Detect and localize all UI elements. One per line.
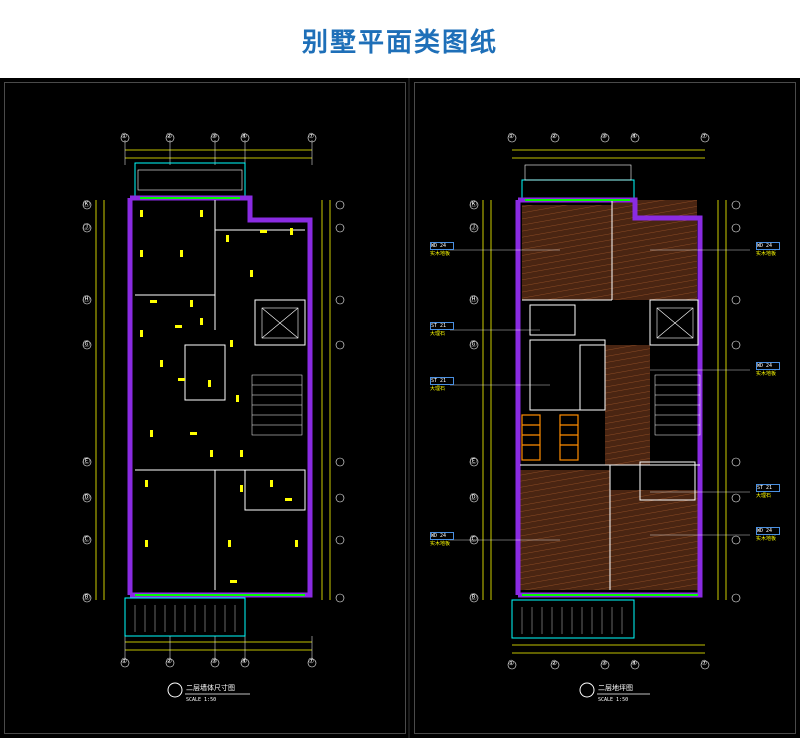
left-caption-scale: SCALE 1:50: [186, 697, 217, 703]
grid-label: Ⓗ: [83, 295, 90, 303]
left-caption-symbol: [167, 682, 183, 698]
tag-code: WD 24: [756, 527, 780, 535]
grid-label: Ⓑ: [470, 593, 477, 601]
material-tag: WD 24 实木地板: [756, 362, 780, 377]
grid-label: Ⓔ: [83, 457, 90, 465]
left-grid-ticks: [124, 140, 313, 660]
grid-label: ②: [551, 659, 558, 667]
grid-label: ④: [631, 659, 638, 667]
grid-label: ②: [166, 132, 173, 140]
grid-label: Ⓚ: [83, 200, 90, 208]
tag-code: ST 21: [430, 322, 454, 330]
grid-label: Ⓓ: [83, 493, 90, 501]
right-dimension-lines: [482, 149, 727, 654]
tag-note: 实木地板: [430, 541, 451, 547]
grid-label: Ⓒ: [83, 535, 90, 543]
tag-note: 实木地板: [756, 536, 777, 542]
left-windows: [135, 197, 305, 596]
grid-label: ①: [121, 132, 128, 140]
left-caption-title: 二层墙体尺寸图: [186, 684, 235, 692]
right-stair-2: [654, 374, 701, 436]
right-interior-walls: [520, 200, 700, 590]
grid-label: ③: [211, 657, 218, 665]
grid-label: Ⓚ: [470, 200, 477, 208]
right-caption-scale: SCALE 1:50: [598, 697, 629, 703]
tag-note: 大理石: [430, 386, 446, 392]
right-caption-symbol: [579, 682, 595, 698]
left-elevator: [261, 307, 299, 339]
tag-code: WD 24: [430, 242, 454, 250]
grid-label: Ⓖ: [83, 340, 90, 348]
material-tag: WD 24 实木地板: [430, 532, 454, 547]
grid-label: ⑦: [701, 132, 708, 140]
tag-code: ST 21: [756, 484, 780, 492]
grid-label: ①: [508, 132, 515, 140]
grid-label: ⑦: [308, 132, 315, 140]
right-stair: [521, 414, 579, 461]
tag-note: 实木地板: [430, 251, 451, 257]
grid-label: ③: [601, 132, 608, 140]
grid-label: Ⓒ: [470, 535, 477, 543]
tag-code: WD 24: [756, 242, 780, 250]
material-tag: ST 21 大理石: [430, 377, 454, 392]
page-title: 别墅平面类图纸: [301, 28, 498, 58]
grid-label: ④: [241, 657, 248, 665]
grid-label: ①: [508, 659, 515, 667]
tag-note: 实木地板: [756, 251, 777, 257]
grid-label: ④: [241, 132, 248, 140]
grid-label: ④: [631, 132, 638, 140]
page-header: 别墅平面类图纸: [0, 0, 800, 78]
grid-label: ②: [166, 657, 173, 665]
right-caption-title: 二层地坪图: [598, 684, 633, 692]
grid-label: Ⓔ: [470, 457, 477, 465]
material-tag: ST 21 大理石: [430, 322, 454, 337]
tag-note: 大理石: [756, 493, 772, 499]
grid-label: ①: [121, 657, 128, 665]
left-dimension-markers: [140, 210, 298, 583]
grid-label: Ⓓ: [470, 493, 477, 501]
right-elevator: [656, 307, 694, 339]
grid-label: Ⓖ: [470, 340, 477, 348]
grid-label: ⑦: [308, 657, 315, 665]
tag-code: ST 21: [430, 377, 454, 385]
tag-note: 大理石: [430, 331, 446, 337]
grid-label: Ⓗ: [470, 295, 477, 303]
left-floor-plan: [82, 133, 345, 698]
tag-note: 实木地板: [756, 371, 777, 377]
right-leader-lines: [450, 249, 750, 541]
material-tag: WD 24 实木地板: [756, 527, 780, 542]
grid-label: ③: [601, 659, 608, 667]
material-tag: WD 24 实木地板: [430, 242, 454, 257]
grid-label: ③: [211, 132, 218, 140]
material-tag: WD 24 实木地板: [756, 242, 780, 257]
grid-label: Ⓙ: [470, 223, 477, 231]
left-drawing-frame: [4, 82, 406, 734]
material-tag: ST 21 大理石: [756, 484, 780, 499]
grid-label: Ⓙ: [83, 223, 90, 231]
grid-label: ⑦: [701, 659, 708, 667]
left-stair: [251, 374, 303, 436]
grid-label: ②: [551, 132, 558, 140]
grid-label: Ⓑ: [83, 593, 90, 601]
sheet-divider: [408, 78, 410, 738]
left-bottom-balcony: [124, 597, 246, 637]
right-windows: [522, 199, 698, 596]
right-drawing-frame: [414, 82, 796, 734]
left-dimension-lines: [95, 149, 331, 651]
right-bottom-balcony: [511, 599, 635, 639]
right-top-balcony: [521, 179, 635, 201]
tag-code: WD 24: [756, 362, 780, 370]
tag-code: WD 24: [430, 532, 454, 540]
